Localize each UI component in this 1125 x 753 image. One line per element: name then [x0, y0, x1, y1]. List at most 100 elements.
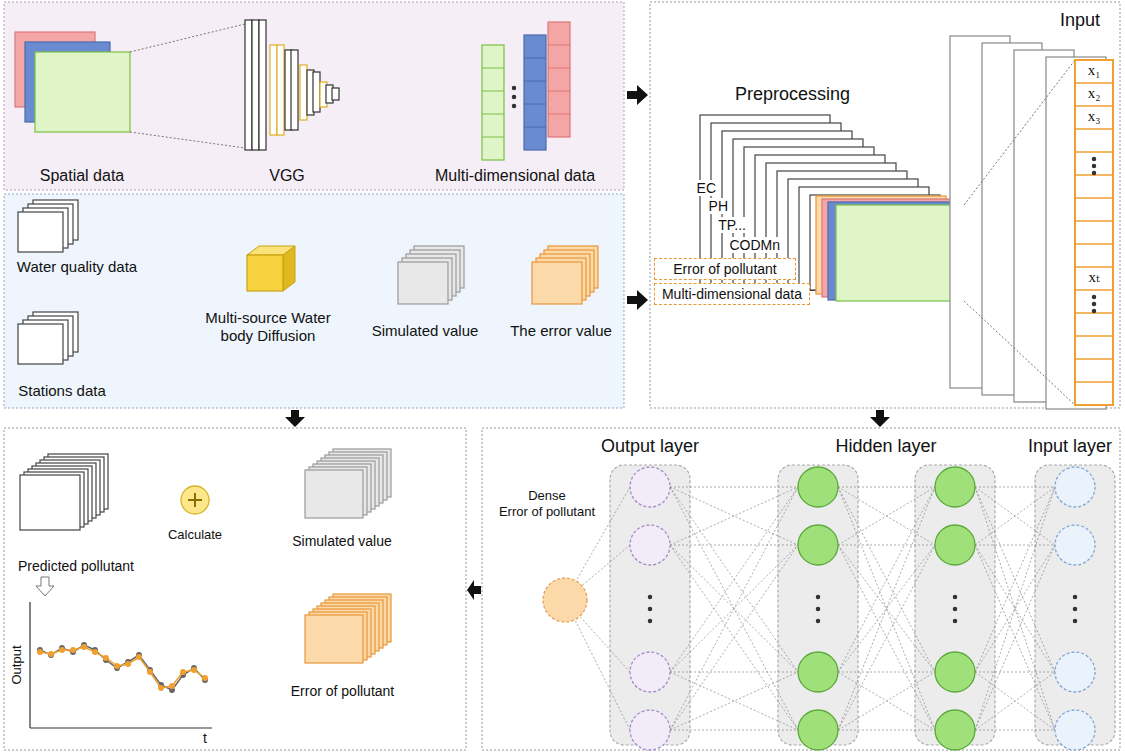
weight-line	[838, 672, 935, 673]
predicted-series-point	[38, 650, 43, 655]
figure-node: DenseError of pollutant	[492, 488, 602, 628]
weight-line	[975, 545, 1055, 546]
vgg-layer	[245, 20, 252, 150]
ellipsis-dot	[953, 595, 956, 598]
predicted-series-point	[148, 670, 153, 675]
neuron	[798, 652, 838, 692]
flow-arrow	[627, 85, 648, 105]
neuron	[1055, 710, 1095, 750]
input-cell	[1075, 105, 1113, 107]
ellipsis-dot	[648, 619, 651, 622]
weight-line	[670, 487, 798, 730]
neuron	[935, 525, 975, 565]
predicted-series-point	[192, 668, 197, 673]
weight-line	[838, 672, 935, 730]
predicted-series-point	[82, 645, 87, 650]
predicted-series-point	[126, 662, 131, 667]
ellipsis-dot	[1092, 157, 1095, 160]
predicted-series-point	[159, 686, 164, 691]
simulated-series-point	[49, 653, 54, 658]
neuron	[798, 525, 838, 565]
predicted-series	[40, 647, 205, 688]
weight-line	[670, 672, 798, 673]
weight-line	[975, 545, 1055, 730]
weight-line	[838, 487, 935, 545]
weight-line	[838, 487, 935, 730]
node-text: Simulated value	[292, 533, 392, 550]
vector-cell	[524, 81, 546, 82]
input-cell	[1075, 358, 1113, 360]
input-column	[1075, 60, 1113, 405]
label: Hidden layer	[835, 436, 936, 457]
ellipsis-dot	[648, 607, 651, 610]
label: xₜ	[1088, 269, 1099, 286]
down-arrow	[36, 577, 54, 596]
ellipsis-dot	[1092, 302, 1095, 305]
projection-line	[964, 60, 1075, 205]
node-text: Multi-source Water body Diffusion	[193, 309, 343, 345]
figure-node: Simulated value	[367, 245, 484, 340]
node-text: Simulated value	[372, 322, 479, 340]
weight-line	[576, 487, 630, 581]
panel	[650, 2, 1120, 408]
weight-line	[580, 616, 630, 672]
node-text: Calculate	[168, 527, 222, 543]
weight-line	[975, 672, 1055, 730]
weight-line	[975, 545, 1055, 672]
layer-band	[1035, 465, 1115, 745]
feature-vector	[524, 35, 546, 150]
weight-line	[975, 487, 1055, 730]
flow-arrow	[467, 580, 481, 600]
projection-line	[130, 132, 245, 148]
vector-cell	[548, 91, 570, 92]
label: x₁	[1088, 62, 1101, 79]
figure-node: Spatial data	[12, 20, 152, 185]
chart-axis	[29, 602, 30, 728]
figure-node: Simulated value	[282, 445, 402, 550]
neuron	[935, 467, 975, 507]
panel	[4, 2, 624, 190]
neuron	[798, 467, 838, 507]
neuron	[935, 652, 975, 692]
label: PH	[707, 198, 730, 214]
simulated-series	[40, 645, 205, 690]
sum-circle	[181, 486, 209, 514]
weight-line	[670, 487, 798, 730]
panel	[482, 428, 1120, 750]
vgg-layer	[270, 45, 277, 135]
input-cell	[1075, 381, 1113, 383]
node-text: Multi-dimensional data	[435, 166, 595, 185]
input-cell	[1075, 197, 1113, 199]
weight-line	[838, 487, 935, 730]
ellipsis-dot	[816, 607, 819, 610]
node-text: Stations data	[18, 382, 106, 400]
data-stack	[18, 324, 63, 364]
vgg-layer	[291, 50, 298, 130]
ellipsis-dot	[1073, 607, 1076, 610]
input-cell	[1075, 266, 1113, 268]
neuron	[1055, 467, 1095, 507]
weight-line	[838, 545, 935, 672]
figure-node: Stations data	[12, 312, 112, 400]
ellipsis-dot	[816, 595, 819, 598]
label: Preprocessing	[735, 84, 850, 105]
vgg-layer	[277, 45, 284, 135]
neuron	[1055, 652, 1095, 692]
predicted-series-point	[104, 656, 109, 661]
label: EC	[695, 180, 718, 196]
figure-node: Predicted pollutant	[12, 450, 140, 575]
input-cell	[1075, 289, 1113, 291]
input-cell	[1075, 220, 1113, 222]
weight-line	[838, 545, 935, 730]
panel	[4, 194, 624, 408]
weight-line	[838, 545, 935, 730]
panel	[4, 428, 466, 750]
vector-cell	[548, 45, 570, 46]
vector-cell	[482, 68, 504, 69]
input-cell	[1075, 151, 1113, 153]
ellipsis-dot	[1092, 171, 1095, 174]
data-stack	[18, 212, 63, 252]
weight-line	[670, 487, 798, 545]
ellipsis-dot	[1073, 595, 1076, 598]
